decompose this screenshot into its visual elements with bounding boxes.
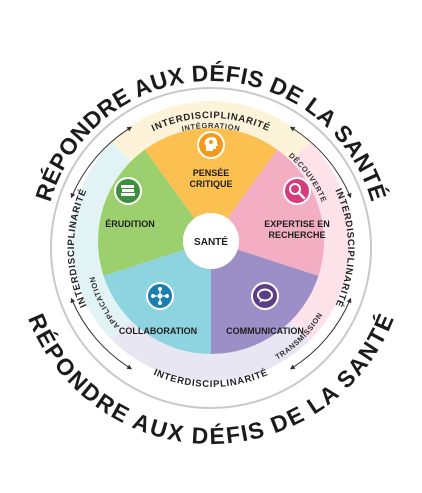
- band-transmission: [112, 320, 310, 381]
- label-expertise-line1: EXPERTISE EN: [264, 219, 330, 229]
- network-icon: [146, 282, 174, 310]
- label-collaboration: COLLABORATION: [119, 326, 197, 336]
- books-icon: [114, 177, 142, 205]
- segment-pensee-critique: [144, 128, 278, 219]
- magnifier-icon: [283, 177, 311, 205]
- label-communication: COMMUNICATION: [226, 326, 304, 336]
- label-pensee-line1: PENSÉE: [193, 168, 230, 178]
- label-pensee-line2: CRITIQUE: [189, 179, 232, 189]
- speech-bubble-icon: [251, 282, 279, 310]
- band-integration: [112, 101, 310, 162]
- center-circle: [183, 213, 239, 269]
- band-label-integration: INTÉGRATION: [181, 121, 241, 133]
- label-erudition: ÉRUDITION: [105, 219, 155, 229]
- center-label: SANTÉ: [194, 235, 228, 248]
- label-expertise-line2: RECHERCHE: [268, 230, 325, 240]
- brain-head-icon: [197, 131, 225, 159]
- cycle-arrows: [70, 126, 352, 370]
